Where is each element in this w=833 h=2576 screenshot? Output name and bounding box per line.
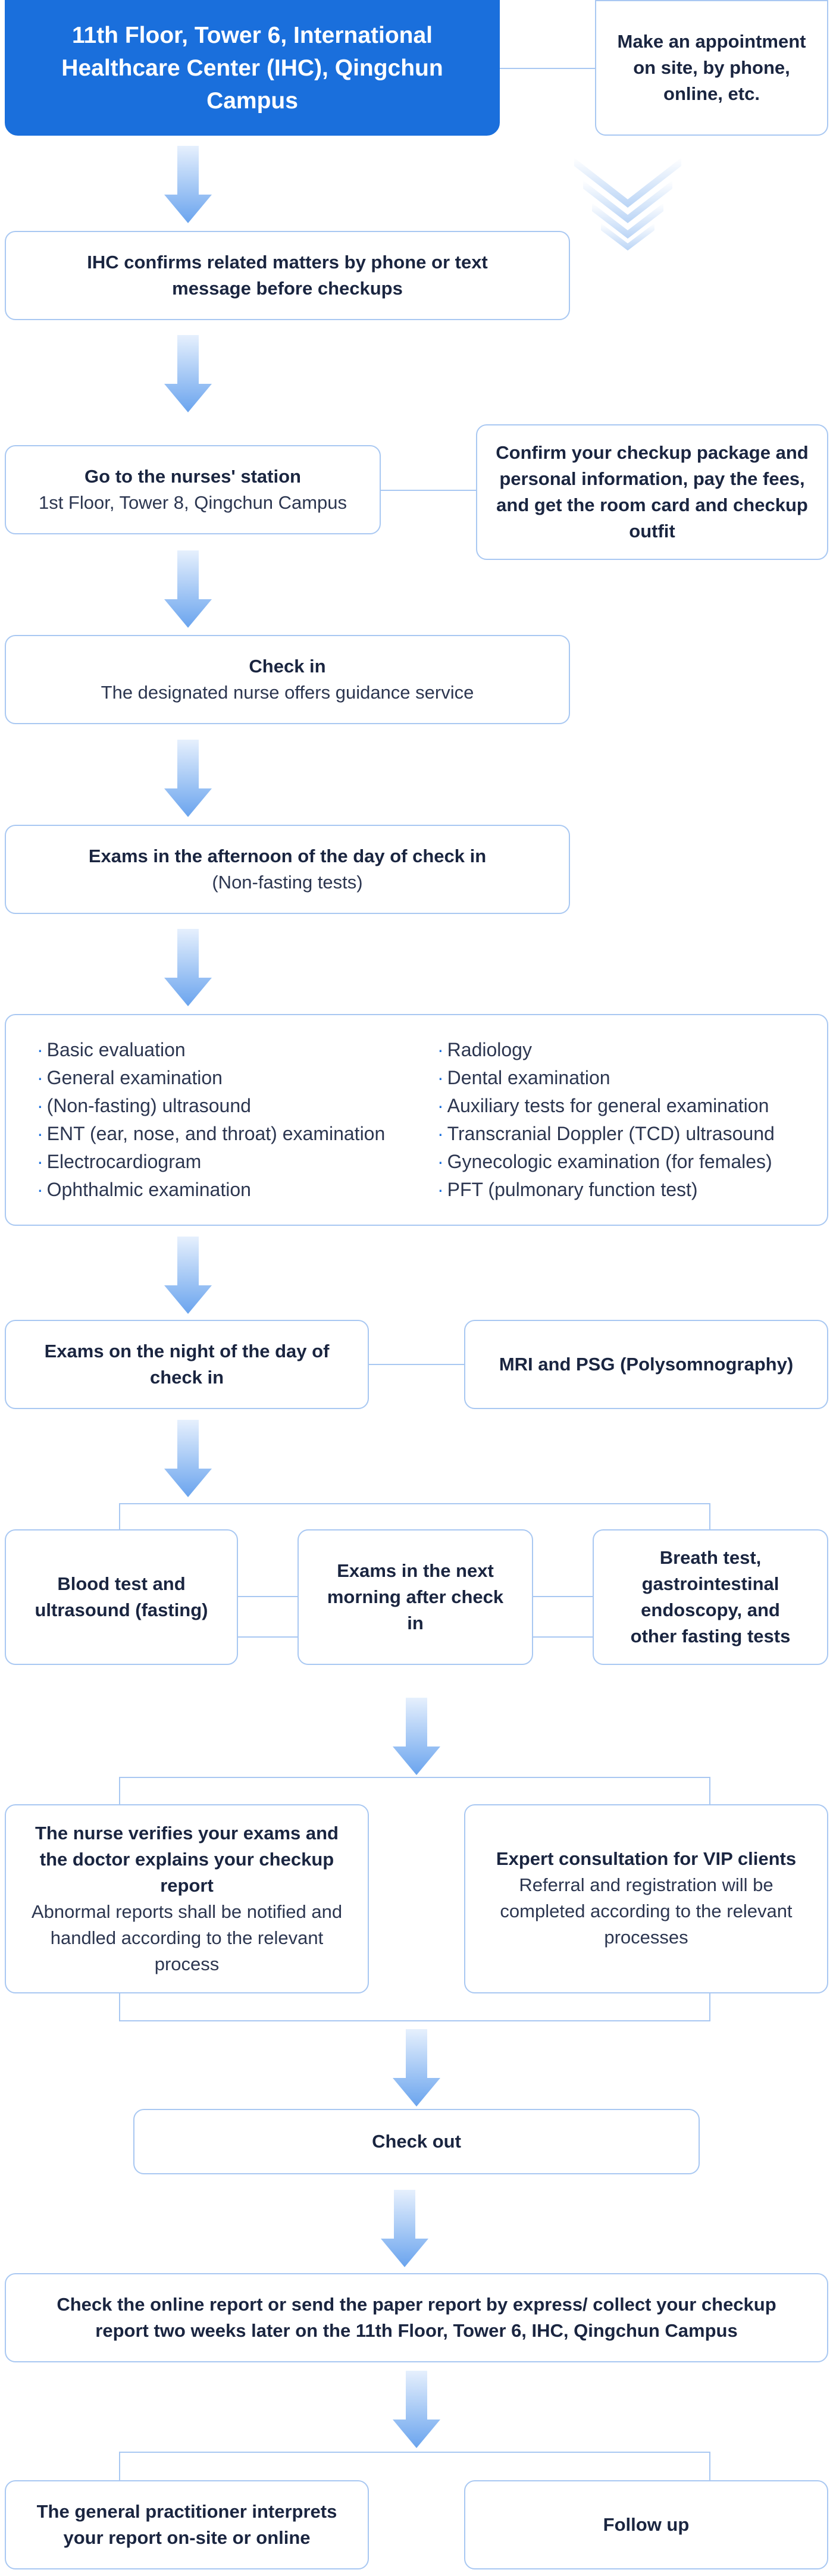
bracket-line — [709, 1993, 710, 2021]
bracket-line — [709, 1503, 710, 1529]
down-arrow-icon — [164, 1420, 212, 1497]
night-exams-box: Exams on the night of the day of check i… — [5, 1320, 369, 1409]
down-arrow-icon — [393, 2029, 440, 2107]
list-item: ·Gynecologic examination (for females) — [437, 1151, 772, 1172]
appointment-text: Make an appointment on site, by phone, o… — [617, 31, 806, 104]
ihc-location-box: 11th Floor, Tower 6, International Healt… — [5, 0, 500, 136]
mri-psg-box: MRI and PSG (Polysomnography) — [464, 1320, 828, 1409]
checkin-box: Check in The designated nurse offers gui… — [5, 635, 570, 724]
down-arrow-icon — [393, 2371, 440, 2448]
bracket-line — [119, 1503, 120, 1529]
down-arrow-icon — [164, 1237, 212, 1314]
blood-test-text: Blood test and ultrasound (fasting) — [35, 1573, 208, 1620]
night-exams-text: Exams on the night of the day of check i… — [44, 1341, 330, 1388]
connector-line — [238, 1596, 298, 1597]
afternoon-exams-box: Exams in the afternoon of the day of che… — [5, 825, 570, 914]
nurse-verifies-sub: Abnormal reports shall be notified and h… — [31, 1901, 343, 1974]
bracket-line — [119, 1777, 710, 1778]
check-out-box: Check out — [133, 2109, 700, 2174]
list-item: ·Auxiliary tests for general examination — [437, 1095, 769, 1116]
list-item: ·ENT (ear, nose, and throat) examination — [37, 1123, 386, 1144]
ihc-location-text: 11th Floor, Tower 6, International Healt… — [61, 22, 443, 114]
bracket-line — [119, 2020, 710, 2021]
list-item: ·Dental examination — [437, 1067, 610, 1088]
afternoon-exams-sub: (Non-fasting tests) — [212, 872, 363, 893]
nurses-station-title: Go to the nurses' station — [84, 466, 301, 487]
list-item: ·Transcranial Doppler (TCD) ultrasound — [437, 1123, 775, 1144]
list-item: ·Ophthalmic examination — [37, 1179, 251, 1200]
list-item: ·General examination — [37, 1067, 223, 1088]
next-morning-box: Exams in the next morning after check in — [298, 1529, 533, 1665]
gp-interprets-text: The general practitioner interprets your… — [36, 2501, 337, 2548]
check-out-text: Check out — [372, 2131, 461, 2152]
chevron-stack-icon — [574, 158, 681, 251]
down-arrow-icon — [381, 2190, 428, 2267]
nurses-station-sub: 1st Floor, Tower 8, Qingchun Campus — [38, 492, 347, 513]
breath-test-box: Breath test, gastrointestinal endoscopy,… — [593, 1529, 828, 1665]
confirm-package-box: Confirm your checkup package and persona… — [476, 424, 828, 560]
list-item: ·PFT (pulmonary function test) — [437, 1179, 698, 1200]
expert-consultation-box: Expert consultation for VIP clients Refe… — [464, 1804, 828, 1993]
checkin-sub: The designated nurse offers guidance ser… — [101, 682, 474, 703]
online-report-box: Check the online report or send the pape… — [5, 2273, 828, 2362]
exam-list-box: ·Basic evaluation ·General examination ·… — [5, 1014, 828, 1226]
expert-consultation-sub: Referral and registration will be comple… — [500, 1874, 793, 1948]
list-item: ·Basic evaluation — [37, 1039, 186, 1060]
exam-list-right: ·Radiology ·Dental examination ·Auxiliar… — [437, 1036, 803, 1204]
expert-consultation-title: Expert consultation for VIP clients — [496, 1848, 797, 1869]
next-morning-text: Exams in the next morning after check in — [327, 1560, 504, 1633]
bracket-line — [119, 2452, 710, 2453]
down-arrow-icon — [164, 550, 212, 628]
blood-test-box: Blood test and ultrasound (fasting) — [5, 1529, 238, 1665]
afternoon-exams-title: Exams in the afternoon of the day of che… — [88, 846, 487, 866]
appointment-box: Make an appointment on site, by phone, o… — [595, 0, 828, 136]
down-arrow-icon — [164, 929, 212, 1006]
checkin-title: Check in — [249, 656, 326, 677]
nurse-verifies-title: The nurse verifies your exams and the do… — [35, 1823, 339, 1896]
breath-test-text: Breath test, gastrointestinal endoscopy,… — [630, 1547, 791, 1647]
list-item: ·(Non-fasting) ultrasound — [37, 1095, 251, 1116]
bracket-line — [709, 1777, 710, 1804]
confirm-matters-text: IHC confirms related matters by phone or… — [87, 252, 488, 299]
list-item: ·Radiology — [437, 1039, 532, 1060]
confirm-package-text: Confirm your checkup package and persona… — [496, 442, 809, 542]
list-item: ·Electrocardiogram — [37, 1151, 202, 1172]
down-arrow-icon — [393, 1698, 440, 1775]
gp-interprets-box: The general practitioner interprets your… — [5, 2480, 369, 2569]
online-report-text: Check the online report or send the pape… — [57, 2294, 776, 2341]
down-arrow-icon — [164, 335, 212, 412]
bracket-line — [119, 1503, 710, 1504]
connector-line — [533, 1596, 593, 1597]
bracket-line — [119, 1993, 120, 2021]
follow-up-text: Follow up — [603, 2514, 690, 2535]
exam-list-left: ·Basic evaluation ·General examination ·… — [37, 1036, 437, 1204]
bracket-line — [119, 2452, 120, 2480]
connector-line — [500, 68, 595, 69]
down-arrow-icon — [164, 146, 212, 223]
confirm-matters-box: IHC confirms related matters by phone or… — [5, 231, 570, 320]
down-arrow-icon — [164, 740, 212, 817]
bracket-line — [709, 2452, 710, 2480]
follow-up-box: Follow up — [464, 2480, 828, 2569]
nurses-station-box: Go to the nurses' station 1st Floor, Tow… — [5, 445, 381, 534]
connector-line — [369, 1364, 464, 1365]
bracket-line — [119, 1777, 120, 1804]
nurse-verifies-box: The nurse verifies your exams and the do… — [5, 1804, 369, 1993]
mri-psg-text: MRI and PSG (Polysomnography) — [499, 1354, 794, 1375]
connector-line — [381, 490, 476, 491]
